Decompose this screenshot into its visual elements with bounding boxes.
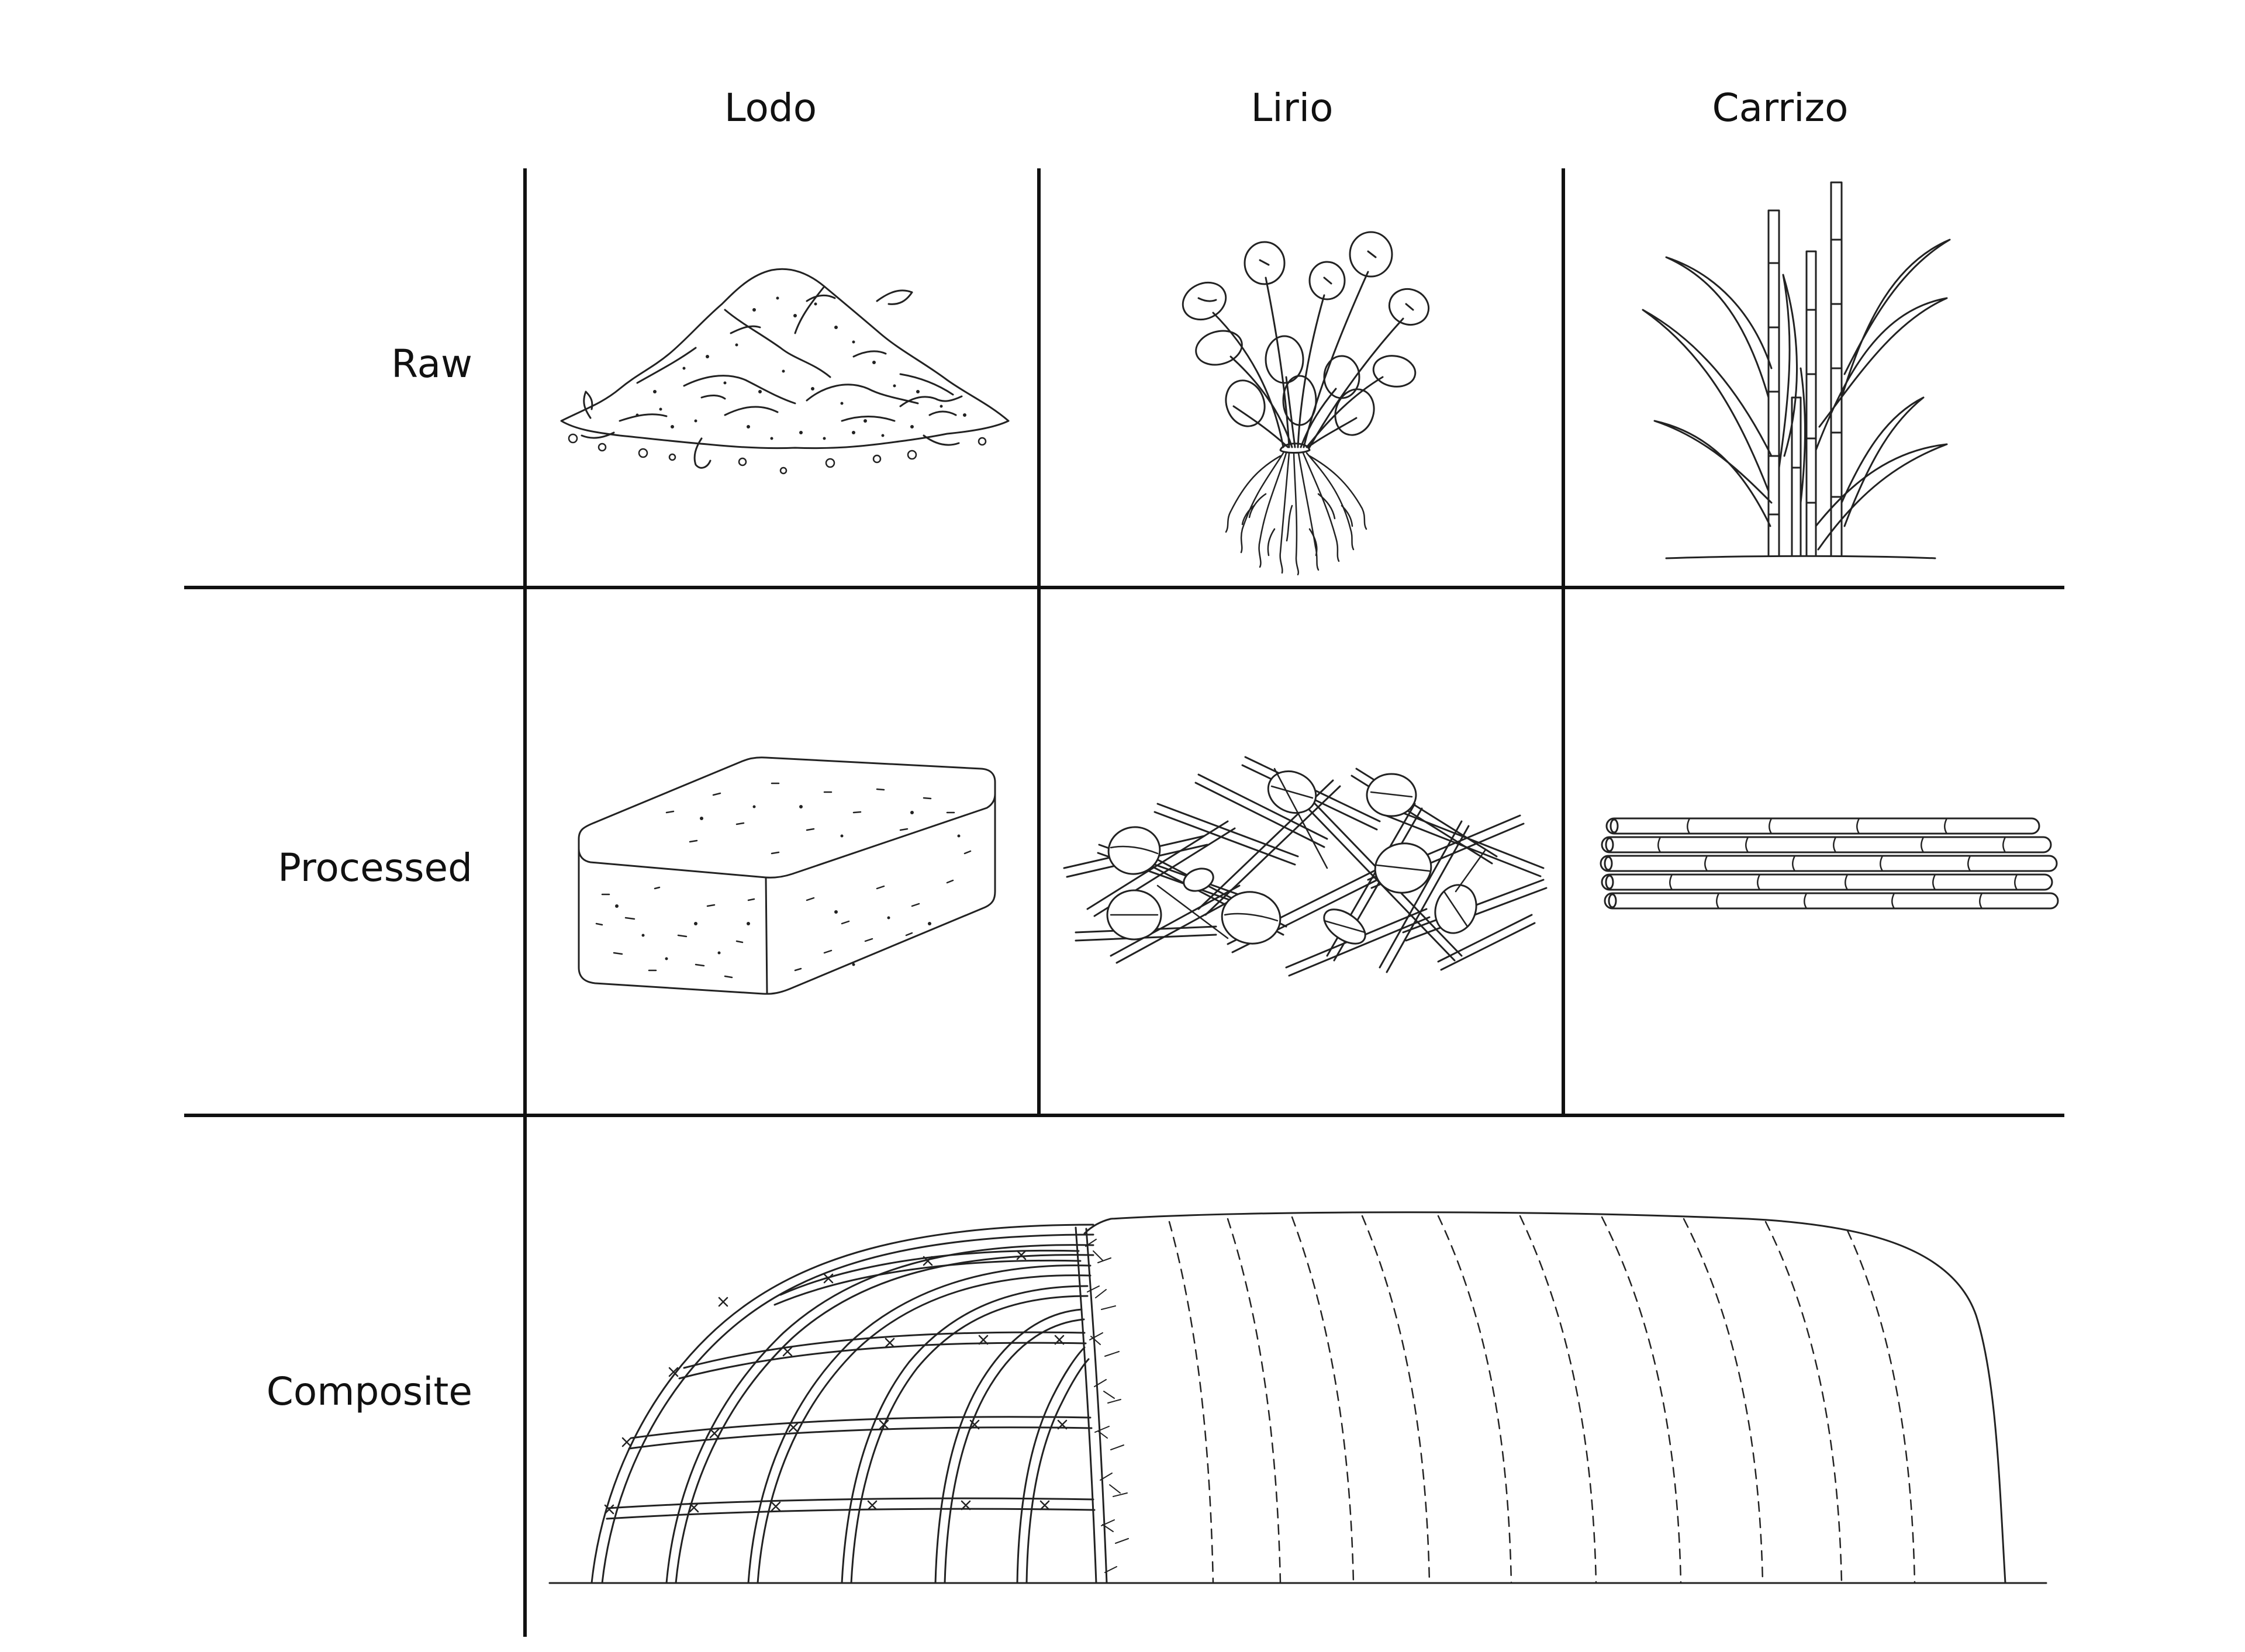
column-header-lirio: Lirio: [1251, 85, 1334, 130]
column-header-lodo: Lodo: [724, 85, 817, 130]
grid-line-vertical-3: [1562, 168, 1565, 1115]
column-header-carrizo: Carrizo: [1712, 85, 1849, 130]
row-header-raw: Raw: [391, 341, 472, 386]
mud-brick-icon: [561, 748, 1006, 1000]
reed-stalks-icon: [1631, 175, 1970, 573]
grid-line-vertical-2: [1037, 168, 1041, 1115]
grid-line-horizontal-2: [184, 1114, 2064, 1117]
grid-line-horizontal-1: [184, 586, 2064, 589]
reed-bundle-icon: [1596, 801, 2064, 924]
row-header-processed: Processed: [278, 845, 472, 890]
row-header-composite: Composite: [266, 1369, 472, 1414]
grid-line-vertical-1: [523, 168, 527, 1637]
mud-pile-icon: [550, 246, 1017, 491]
water-hyacinth-plant-icon: [1149, 202, 1453, 576]
hyacinth-fiber-pile-icon: [1052, 734, 1555, 985]
dome-structure-icon: [550, 1193, 2046, 1590]
